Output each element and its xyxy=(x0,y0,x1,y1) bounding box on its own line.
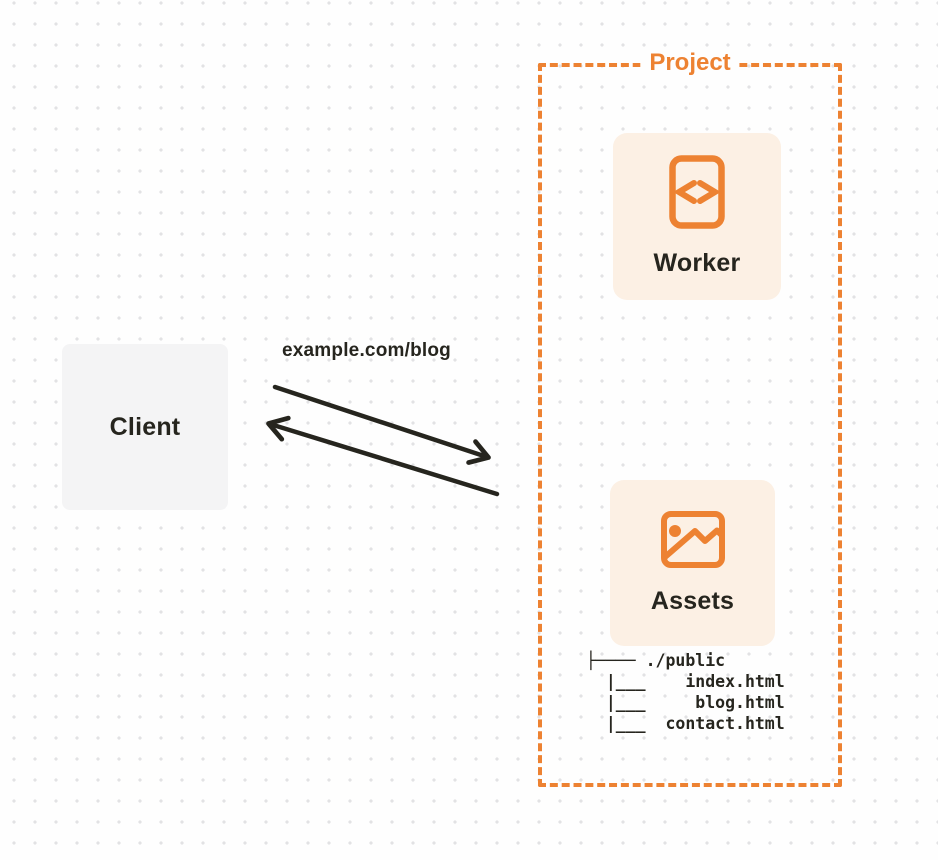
file-tree-item: |___ contact.html xyxy=(586,714,785,733)
assets-file-tree: ├──── ./public |___ index.html |___ blog… xyxy=(586,650,785,734)
client-node: Client xyxy=(62,344,228,510)
response-arrow xyxy=(266,415,500,497)
file-tree-item: |___ blog.html xyxy=(586,693,785,712)
project-label: Project xyxy=(640,48,740,78)
image-icon xyxy=(660,510,725,568)
client-label: Client xyxy=(109,412,181,441)
request-response-arrows xyxy=(266,384,500,497)
project-container: Project Worker Assets ├──── ./public |__… xyxy=(538,48,842,787)
request-url-label: example.com/blog xyxy=(282,340,451,361)
assets-label: Assets xyxy=(650,586,735,615)
assets-node: Assets xyxy=(610,480,775,646)
image-icon-sun xyxy=(668,524,681,537)
worker-node: Worker xyxy=(613,133,781,300)
code-file-icon xyxy=(669,155,725,229)
request-arrow xyxy=(272,384,491,465)
file-tree-item: |___ index.html xyxy=(586,672,785,691)
worker-label: Worker xyxy=(653,249,741,277)
file-tree-root: ├──── ./public xyxy=(586,651,726,670)
